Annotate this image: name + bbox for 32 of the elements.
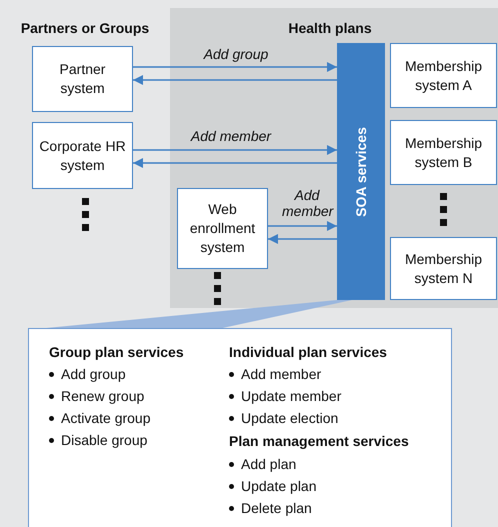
list-item: Add group: [61, 365, 126, 383]
system-box: Corporate HR system: [32, 122, 133, 189]
list-item: Disable group: [61, 431, 148, 449]
list-item: Add member: [241, 365, 322, 383]
service-bar: [337, 43, 385, 300]
list-item: Update plan: [241, 477, 317, 495]
section-heading: Group plan services: [49, 343, 184, 361]
bar-label: SOA services: [353, 126, 369, 216]
system-box: Membership system N: [390, 237, 497, 300]
system-box: Membership system B: [390, 120, 497, 185]
system-box: Web enrollment system: [177, 188, 268, 269]
list-item: Update member: [241, 387, 342, 405]
list-item: Renew group: [61, 387, 144, 405]
list-item: Activate group: [61, 409, 150, 427]
region-heading: Partners or Groups: [20, 19, 150, 37]
arrow: [133, 145, 337, 155]
list-item: Add plan: [241, 455, 296, 473]
list-item: Update election: [241, 409, 338, 427]
arrow: [133, 75, 337, 85]
region-background: [170, 8, 498, 308]
arrow: [268, 221, 337, 231]
region-heading: Health plans: [287, 19, 373, 37]
arrow: [133, 158, 337, 168]
list-item: Delete plan: [241, 499, 312, 517]
system-box: Partner system: [32, 46, 133, 112]
arrow: [133, 62, 337, 72]
detail-panel: [28, 328, 452, 527]
system-box: Membership system A: [390, 43, 497, 108]
edge-label: Add member: [282, 187, 332, 219]
section-heading: Plan management services: [229, 432, 409, 450]
arrow: [268, 234, 337, 244]
section-heading: Individual plan services: [229, 343, 387, 361]
